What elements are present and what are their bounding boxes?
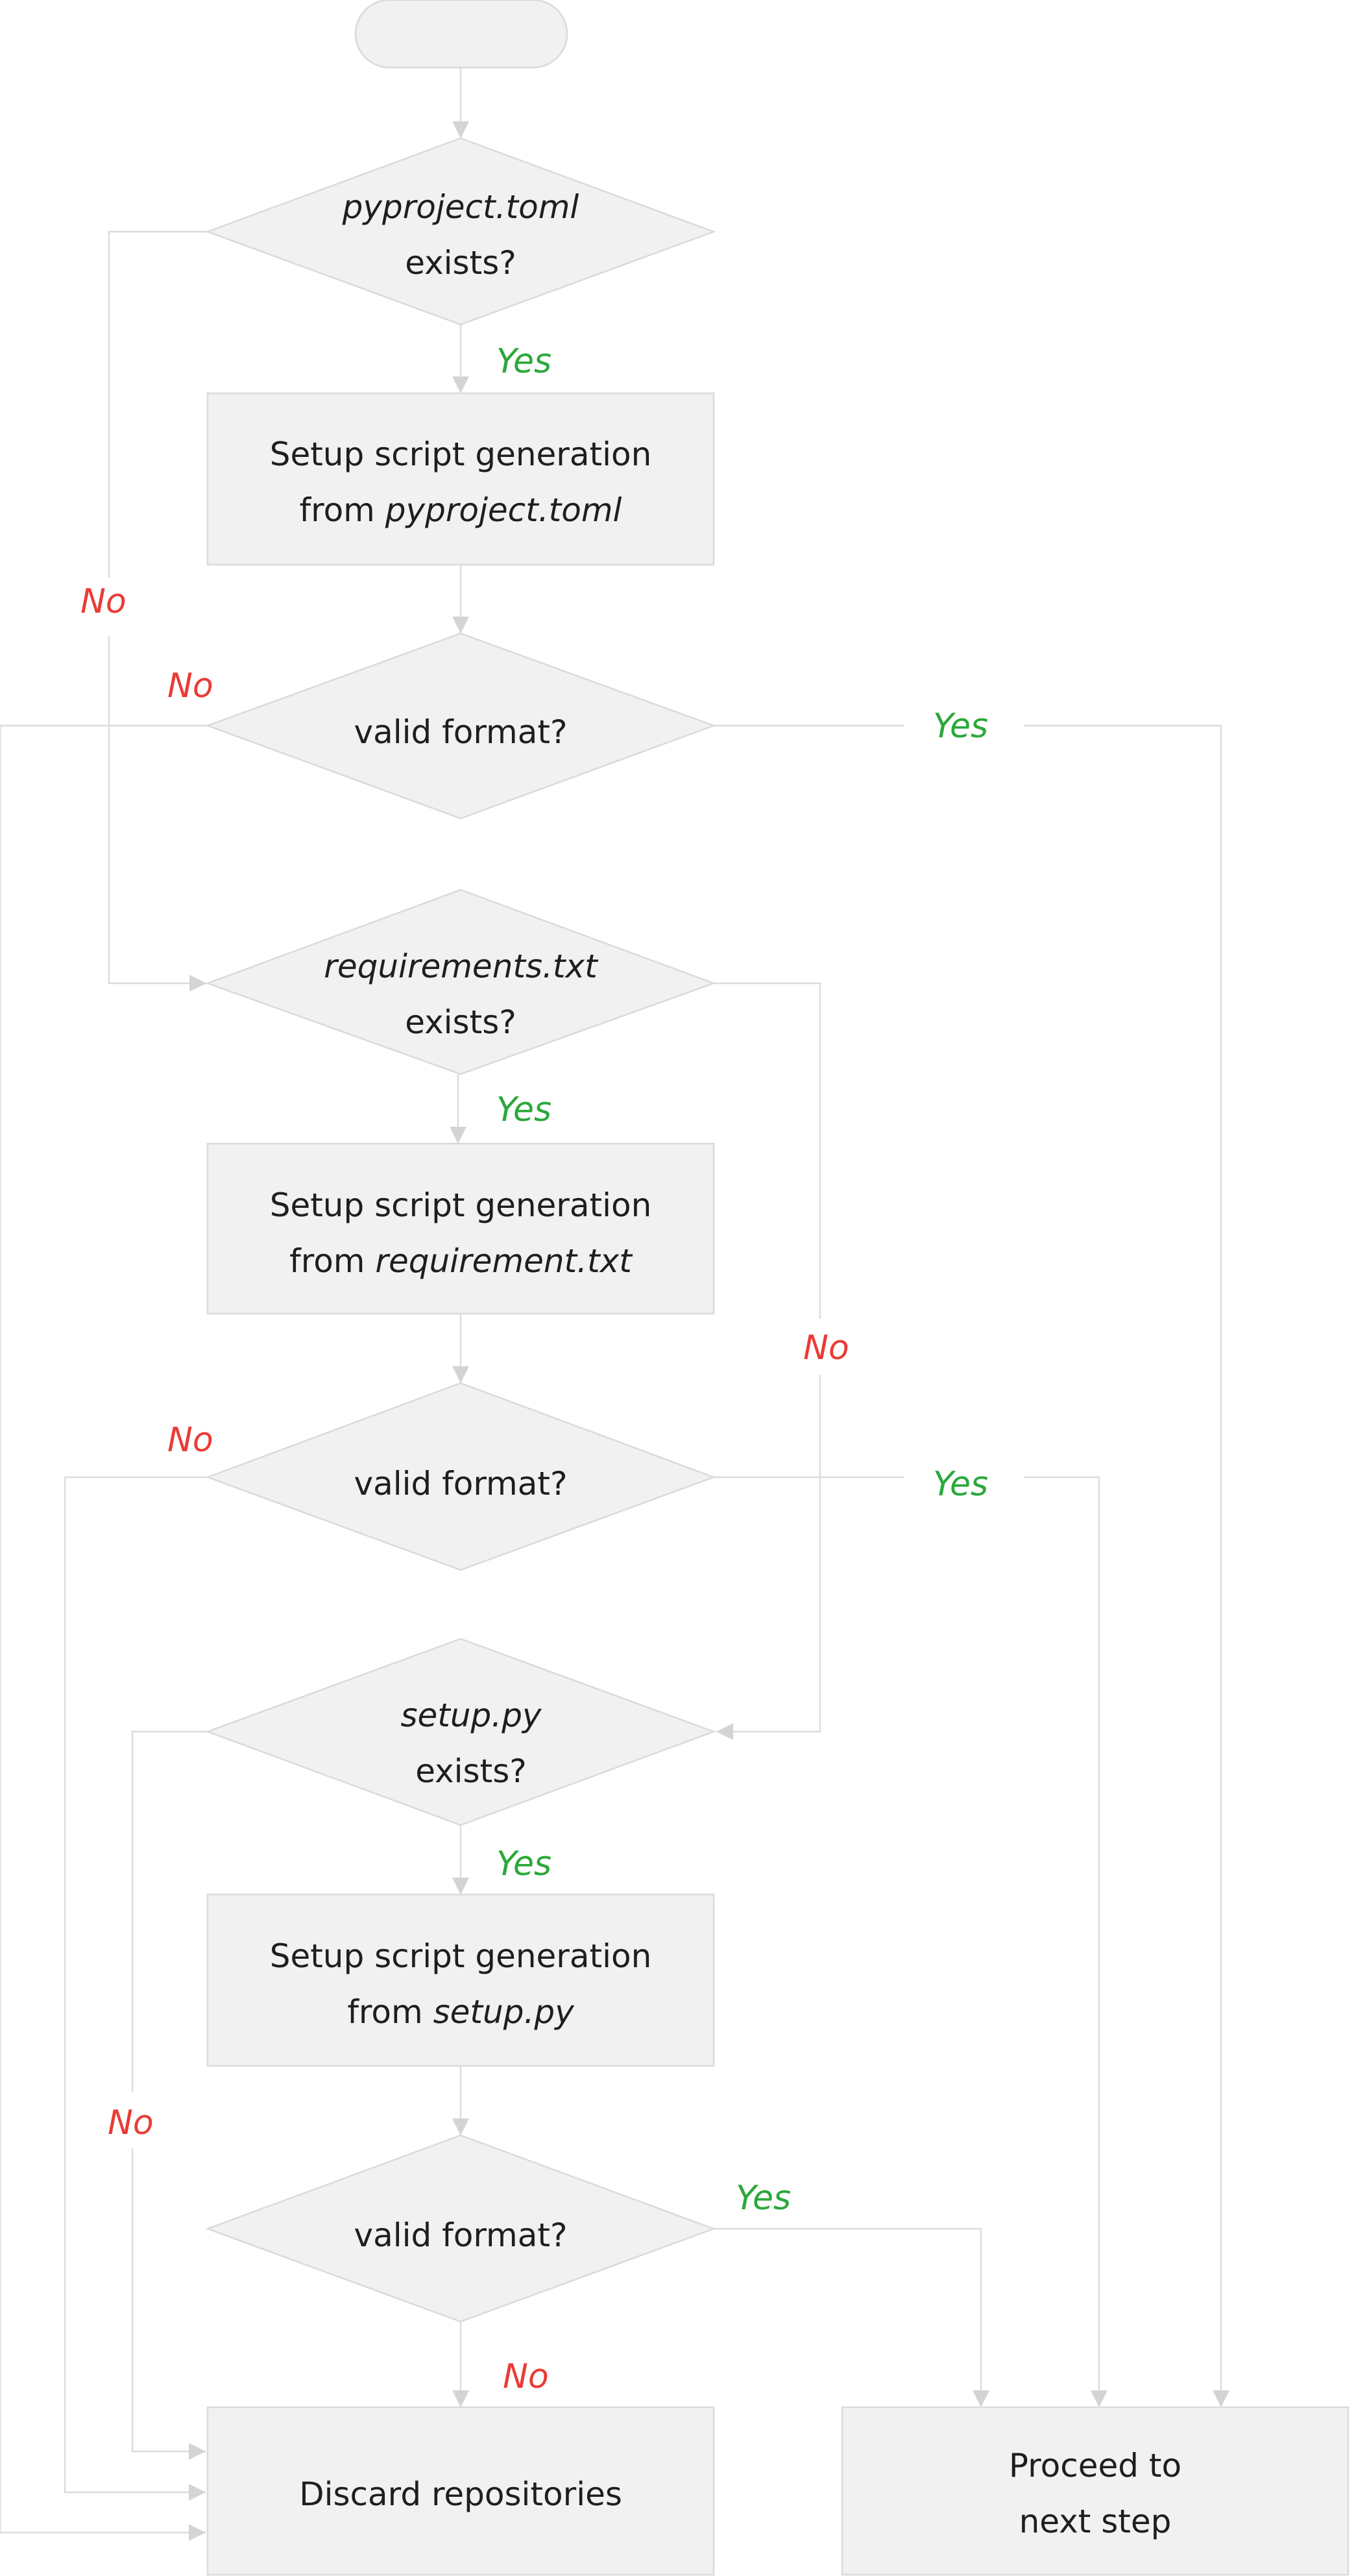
label-valid2-yes: Yes [933, 1465, 988, 1504]
decision-requirements-exists: requirements.txt exists? [205, 889, 716, 1075]
label-setup-no: No [108, 2104, 154, 2142]
terminal-proceed-next-step: Proceed to next step [841, 2406, 1350, 2576]
process-requirements-generation: Setup script generation from requirement… [206, 1142, 715, 1315]
edge-setup-no [131, 1730, 208, 2451]
edge-valid2-yes [714, 1476, 1099, 2407]
edge-requirements-no [714, 982, 821, 1732]
process-pyproject-generation: Setup script generation from pyproject.t… [206, 392, 715, 566]
label-requirements-yes: Yes [496, 1090, 551, 1129]
label-pyproject-no: No [80, 582, 127, 621]
proceed-line2: next step [1019, 2503, 1172, 2540]
decision-valid-format-3: valid format? [205, 2134, 716, 2323]
decision-pyproject-exists: pyproject.toml exists? [205, 137, 716, 326]
label-pyproject-yes: Yes [496, 342, 551, 381]
valid-format-2-text: valid format? [354, 1465, 567, 1503]
setup-exists-text: exists? [415, 1752, 527, 1790]
label-valid3-no: No [503, 2357, 549, 2396]
edge-labels: Yes No No Yes Yes No No Yes Yes No Yes N… [80, 342, 988, 2396]
requirements-exists-text: exists? [405, 1003, 516, 1041]
svg-text:requirements.txt: requirements.txt [324, 948, 599, 985]
label-requirements-no: No [803, 1329, 849, 1368]
terminal-discard-repositories: Discard repositories [206, 2406, 715, 2576]
edge-valid2-no [64, 1476, 208, 2501]
label-valid1-yes: Yes [933, 707, 988, 746]
pyproject-gen-line2: from pyproject.toml [300, 491, 622, 529]
pyproject-exists-text: exists? [405, 244, 516, 282]
valid-format-3-text: valid format? [354, 2216, 567, 2254]
valid-format-1-text: valid format? [354, 713, 567, 751]
edge-valid1-yes [714, 724, 1221, 2407]
decision-valid-format-2: valid format? [205, 1382, 716, 1571]
setup-filename: setup.py [400, 1697, 542, 1734]
label-valid1-no: No [167, 667, 213, 705]
label-setup-yes: Yes [496, 1845, 551, 1883]
decision-setup-exists: setup.py exists? [205, 1638, 716, 1826]
pyproject-filename: pyproject.toml [342, 188, 579, 226]
proceed-line1: Proceed to [1009, 2447, 1181, 2484]
requirements-filename: requirements.txt [324, 948, 599, 985]
label-valid3-yes: Yes [736, 2179, 791, 2218]
edge-pyproject-no [108, 230, 208, 983]
edges [0, 67, 1221, 2541]
discard-text: Discard repositories [299, 2475, 622, 2513]
setup-gen-line1: Setup script generation [270, 1937, 652, 1975]
requirements-gen-line1: Setup script generation [270, 1186, 652, 1224]
svg-text:pyproject.toml: pyproject.toml [342, 188, 579, 226]
label-valid2-no: No [167, 1421, 213, 1460]
requirements-gen-line2: from requirement.txt [289, 1242, 633, 1280]
start-terminal [354, 0, 568, 69]
setup-gen-line2: from setup.py [347, 1993, 575, 2031]
pyproject-gen-line1: Setup script generation [270, 435, 652, 473]
edge-valid1-no [0, 724, 208, 2541]
decision-valid-format-1: valid format? [205, 632, 716, 820]
svg-text:setup.py: setup.py [400, 1697, 542, 1734]
process-setup-generation: Setup script generation from setup.py [206, 1893, 715, 2067]
edge-valid3-yes [714, 2227, 989, 2407]
